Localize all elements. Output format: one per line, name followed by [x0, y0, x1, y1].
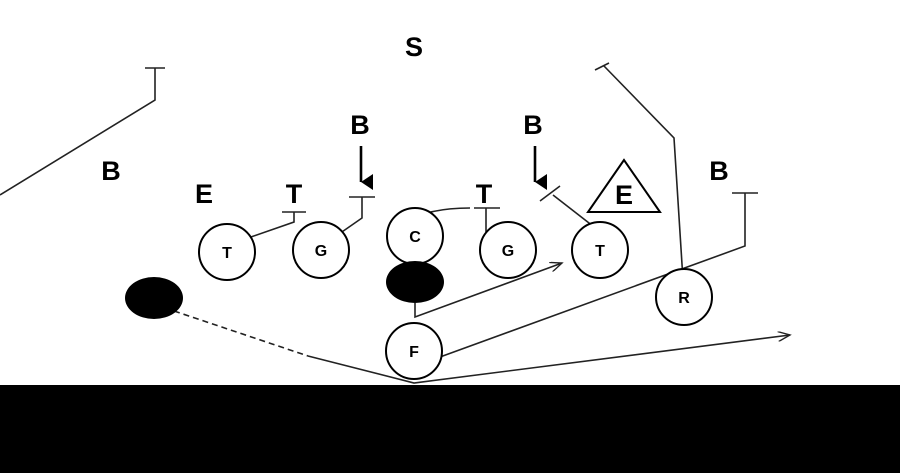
right-tackle-label: T — [595, 243, 605, 260]
quarterback-path — [414, 263, 562, 319]
route-lines — [0, 62, 790, 384]
right-end-label: E — [615, 180, 633, 210]
offense: T G C G T R F — [125, 207, 713, 380]
receiver-label: R — [678, 290, 690, 307]
pitch-path-dashed — [173, 310, 309, 357]
left-end-label: E — [195, 179, 213, 209]
fullback-label: F — [409, 344, 419, 361]
left-backer-label: B — [350, 110, 370, 140]
right-tackle-circle — [571, 221, 629, 279]
right-guard-label: G — [502, 243, 514, 260]
left-tackle-block — [247, 212, 295, 239]
safety-label: S — [405, 32, 423, 62]
right-tackle-block-stop — [539, 185, 561, 202]
halfback-filled-marker — [125, 277, 183, 319]
fullback-circle — [385, 322, 443, 380]
pitch-path — [307, 335, 790, 384]
right-guard-circle — [479, 221, 537, 279]
center-label: C — [409, 229, 421, 246]
left-guard-label: G — [315, 243, 327, 260]
left-tackle-circle — [198, 223, 256, 281]
right-end-triangle — [586, 158, 662, 213]
receiver-route-stop — [594, 62, 610, 71]
right-backer-label: B — [523, 110, 543, 140]
left-guard-circle — [292, 221, 350, 279]
quarterback-filled-marker — [386, 261, 444, 303]
left-guard-block — [338, 197, 363, 235]
play-diagram-canvas: S B E T B T B E B T G C G T R F — [0, 32, 900, 384]
fullback-route — [439, 193, 746, 358]
left-corner-route — [0, 68, 156, 196]
right-tackle-defender-label: T — [476, 179, 493, 209]
right-corner-label: B — [709, 156, 729, 186]
blitz-arrows — [359, 146, 547, 190]
left-corner-label: B — [101, 156, 121, 186]
receiver-route — [603, 65, 684, 281]
receiver-circle — [655, 268, 713, 326]
left-tackle-defender-label: T — [286, 179, 303, 209]
bottom-black-band — [0, 385, 900, 473]
left-tackle-label: T — [222, 245, 232, 262]
defense: S B E T B T B E B — [101, 32, 729, 213]
